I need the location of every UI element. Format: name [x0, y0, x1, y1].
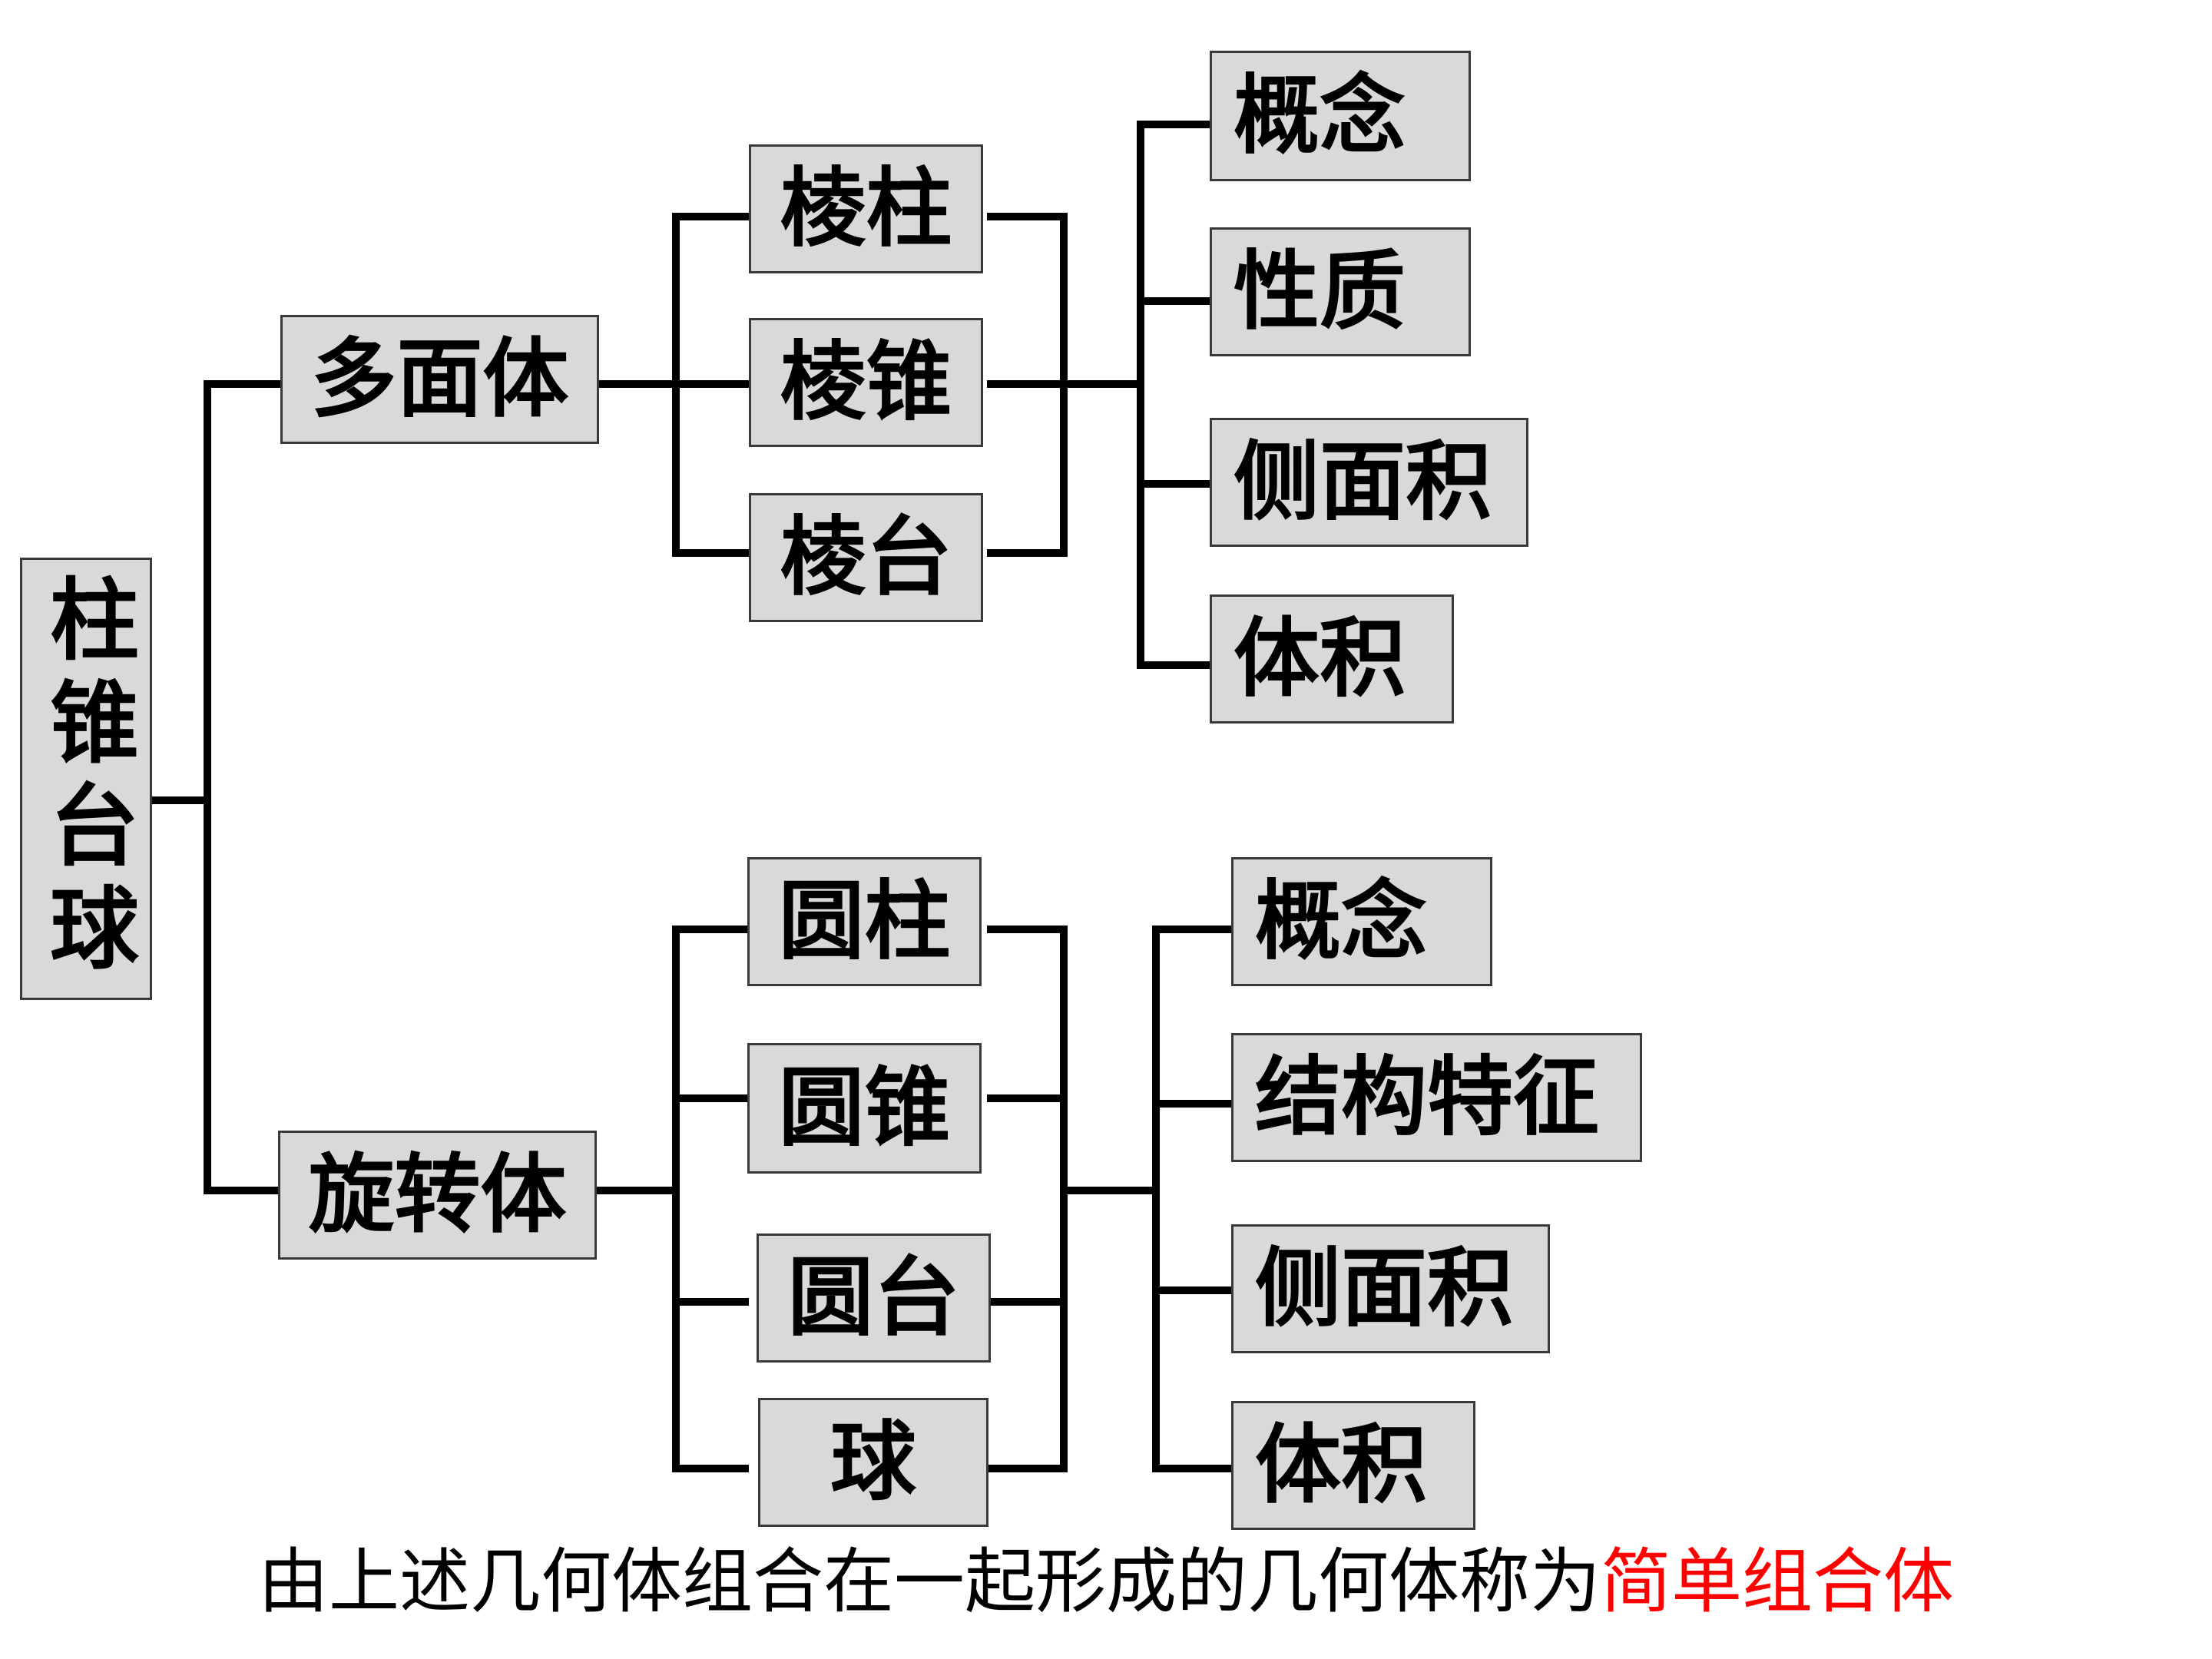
- rot-volume-node: 体积: [1231, 1401, 1475, 1530]
- poly-concept-node: 概念: [1210, 51, 1471, 181]
- pyramid-node: 棱锥: [749, 318, 983, 447]
- caption: 由上述几何体组合在一起形成的几何体称为简单组合体: [0, 1544, 2212, 1621]
- rotation-body-node: 旋转体: [278, 1131, 597, 1260]
- frustum-node: 棱台: [749, 493, 983, 622]
- cone-node: 圆锥: [747, 1043, 982, 1174]
- truncated-cone-node: 圆台: [757, 1233, 991, 1363]
- root-node: 柱锥台球: [20, 558, 152, 1000]
- rot-concept-node: 概念: [1231, 857, 1492, 986]
- polyhedron-node: 多面体: [280, 315, 599, 444]
- poly-volume-node: 体积: [1210, 594, 1454, 724]
- prism-node: 棱柱: [749, 144, 983, 273]
- cylinder-node: 圆柱: [747, 857, 982, 986]
- sphere-node: 球: [758, 1398, 988, 1527]
- poly-property-node: 性质: [1210, 227, 1471, 356]
- rot-structure-feature-node: 结构特征: [1231, 1033, 1642, 1162]
- caption-text: 由上述几何体组合在一起形成的几何体称为: [257, 1541, 1601, 1623]
- rot-lateral-area-node: 侧面积: [1231, 1224, 1550, 1353]
- caption-highlight: 简单组合体: [1601, 1541, 1955, 1623]
- poly-lateral-area-node: 侧面积: [1210, 418, 1528, 547]
